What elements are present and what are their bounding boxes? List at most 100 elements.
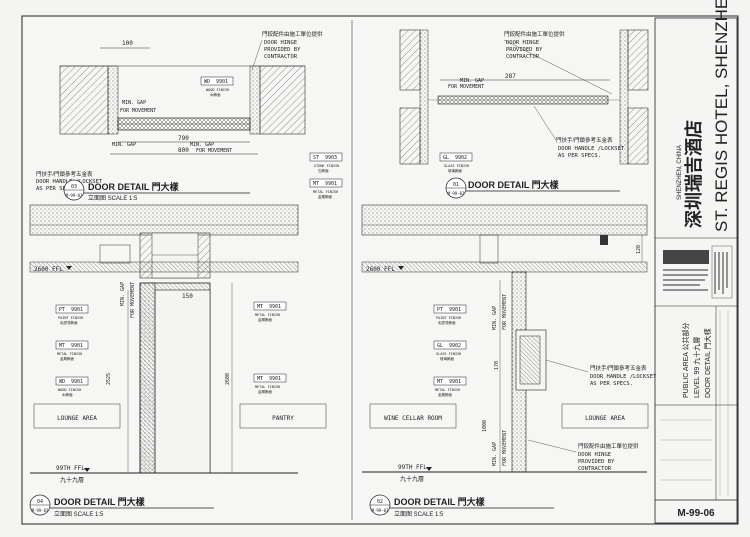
dim-800: 800 (178, 147, 189, 154)
level-99-ffl: 99TH FFL (56, 465, 85, 472)
svg-text:乳膠漆飾面: 乳膠漆飾面 (60, 320, 78, 325)
svg-text:METAL FINISH: METAL FINISH (255, 313, 280, 317)
svg-text:金屬飾面: 金屬飾面 (258, 389, 272, 394)
svg-text:M-99-03: M-99-03 (448, 191, 465, 196)
svg-text:STONE FINISH: STONE FINISH (314, 164, 339, 168)
for-movement-note-5: FOR MOVEMENT (502, 294, 508, 330)
for-movement-note: FOR MOVEMENT (120, 108, 156, 114)
handle-note-en2: AS PER SPECS. (36, 186, 79, 192)
hinge-note-en1: DOOR HINGE (264, 40, 297, 46)
level-99-cn-2: 九十九層 (400, 475, 424, 483)
handle-note-cn-2: 門扶手/門鎖參考五金表 (556, 136, 613, 144)
dim-120: 120 (636, 245, 642, 254)
hotel-location: SHENZHEN, CHINA (677, 145, 683, 200)
detail-04-elevation: 2600 FFL 99TH FFL 九十九層 2525 2600 150 MIN… (29, 204, 327, 484)
svg-text:PAINT FINISH: PAINT FINISH (58, 316, 83, 320)
svg-text:METAL FINISH: METAL FINISH (435, 388, 460, 392)
svg-text:玻璃飾面: 玻璃飾面 (448, 168, 462, 173)
area-label: PUBLIC AREA 公共部分 (681, 323, 690, 398)
level-2600-ffl-2: 2600 FFL (366, 266, 395, 273)
tag-mt-9901-e: MT 9901 METAL FINISH 金屬飾面 (433, 376, 467, 397)
svg-text:METAL FINISH: METAL FINISH (255, 385, 280, 389)
svg-text:MT: MT (437, 379, 443, 385)
svg-text:MT: MT (59, 343, 65, 349)
min-gap-note-6: MIN. GAP (492, 306, 498, 330)
for-movement-note-6: FOR MOVEMENT (502, 430, 508, 466)
svg-text:立面图 SCALE 1:5: 立面图 SCALE 1:5 (394, 510, 444, 518)
svg-text:9901: 9901 (269, 304, 281, 310)
tag-wd-9901: WD 9901 WOOD FINISH 木飾面 (200, 76, 234, 97)
svg-text:GLASS FINISH: GLASS FINISH (436, 352, 461, 356)
room-wine-cellar: WINE CELLAR ROOM (384, 415, 442, 422)
detail-01-plan: 287 MIN. GAP FOR MOVEMENT 門鉸配件由施工單位提供 DO… (399, 29, 649, 173)
svg-text:04: 04 (37, 499, 43, 505)
sheet-number: M-99-06 (677, 508, 715, 519)
svg-text:DOOR DETAIL 門大樣: DOOR DETAIL 門大樣 (54, 496, 146, 507)
svg-text:PAINT FINISH: PAINT FINISH (436, 316, 461, 320)
svg-text:9901: 9901 (325, 181, 337, 187)
tag-gl-9902-b: GL 9902 GLASS FINISH 玻璃飾面 (433, 340, 467, 361)
handle-note-en2-2: AS PER SPECS. (558, 153, 601, 159)
tag-st-9903: ST 9903 STONE FINISH 石飾面 (309, 152, 343, 173)
svg-text:9901: 9901 (71, 343, 83, 349)
svg-text:玻璃飾面: 玻璃飾面 (440, 356, 454, 361)
hinge-note-en3: CONTRACTOR (264, 54, 298, 60)
dim-2525: 2525 (106, 373, 112, 385)
min-gap-note-4: MIN. GAP (460, 78, 484, 84)
fine-print (663, 252, 728, 294)
svg-text:9901: 9901 (449, 379, 461, 385)
svg-text:金屬飾面: 金屬飾面 (258, 317, 272, 322)
svg-text:DOOR DETAIL 門大樣: DOOR DETAIL 門大樣 (468, 179, 560, 190)
hinge-note-en3-2: CONTRACTOR (506, 54, 540, 60)
hinge-note-cn-3: 門鉸配件由施工單位提供 (578, 442, 639, 450)
detail-03-plan: 100 790 800 MIN. GAP FOR MOVEMENT MIN. G… (36, 30, 343, 199)
tag-wd-9901-b: WD 9901 WOOD FINISH 木飾面 (55, 376, 89, 397)
svg-text:9901: 9901 (71, 307, 83, 313)
detail-title-01: 01 M-99-03 DOOR DETAIL 門大樣 (445, 177, 620, 199)
tag-pt-9901: PT 9901 PAINT FINISH 乳膠漆飾面 (55, 304, 89, 325)
svg-text:9902: 9902 (455, 155, 467, 161)
svg-text:木飾面: 木飾面 (62, 392, 73, 397)
svg-text:GL: GL (437, 343, 443, 349)
svg-text:9903: 9903 (325, 155, 337, 161)
for-movement-note-4: FOR MOVEMENT (130, 282, 136, 318)
room-lounge: LOUNGE AREA (57, 415, 97, 422)
svg-text:9901: 9901 (216, 79, 228, 85)
svg-text:WOOD FINISH: WOOD FINISH (58, 388, 81, 392)
svg-text:9901: 9901 (449, 307, 461, 313)
hinge-note-en2-3: PROVIDED BY (578, 459, 615, 465)
dim-790: 790 (178, 135, 189, 142)
min-gap-note: MIN. GAP (122, 100, 146, 106)
svg-text:9901: 9901 (269, 376, 281, 382)
title-block: 深圳瑞吉酒店 ST. REGIS HOTEL, SHENZHEN SHENZHE… (654, 0, 738, 524)
svg-text:M-99-03: M-99-03 (372, 508, 389, 513)
svg-text:石飾面: 石飾面 (318, 168, 329, 173)
handle-note-en1-2: DOOR HANDLE /LOCKSET (558, 146, 625, 152)
consultant-logo (663, 250, 709, 264)
hinge-note-cn: 門鉸配件由施工單位提供 (262, 30, 323, 38)
tag-pt-9901-b: PT 9901 PAINT FINISH 乳膠漆飾面 (433, 304, 467, 325)
level-99-ffl-2: 99TH FFL (398, 464, 427, 471)
svg-text:MT: MT (257, 376, 263, 382)
svg-text:金屬飾面: 金屬飾面 (438, 392, 452, 397)
svg-text:PT: PT (437, 307, 443, 313)
svg-text:01: 01 (453, 182, 459, 188)
dim-2600: 2600 (225, 373, 231, 385)
min-gap-note-7: MIN. GAP (492, 442, 498, 466)
handle-note-en2-3: AS PER SPECS. (590, 381, 633, 387)
svg-text:金屬飾面: 金屬飾面 (60, 356, 74, 361)
room-pantry: PANTRY (272, 415, 294, 422)
svg-text:WOOD FINISH: WOOD FINISH (206, 88, 229, 92)
detail-02-elevation: 2600 FFL 99TH FFL 九十九層 120 170 1000 MIN.… (361, 204, 657, 483)
svg-text:立面图 SCALE 1:5: 立面图 SCALE 1:5 (54, 510, 104, 518)
svg-text:木飾面: 木飾面 (210, 92, 221, 97)
hotel-name-cn: 深圳瑞吉酒店 (683, 120, 704, 228)
dim-100: 100 (122, 40, 133, 47)
svg-text:金屬飾面: 金屬飾面 (318, 194, 332, 199)
revision-lines (660, 310, 729, 496)
detail-title-03: 03 M-99-03 DOOR DETAIL 門大樣 立面图 SCALE 1:5 (63, 179, 250, 202)
level-label: LEVEL 99 九十九層 (692, 337, 701, 398)
level-99-cn: 九十九層 (60, 476, 84, 484)
handle-note-cn-3: 門扶手/門鎖參考五金表 (590, 364, 647, 372)
